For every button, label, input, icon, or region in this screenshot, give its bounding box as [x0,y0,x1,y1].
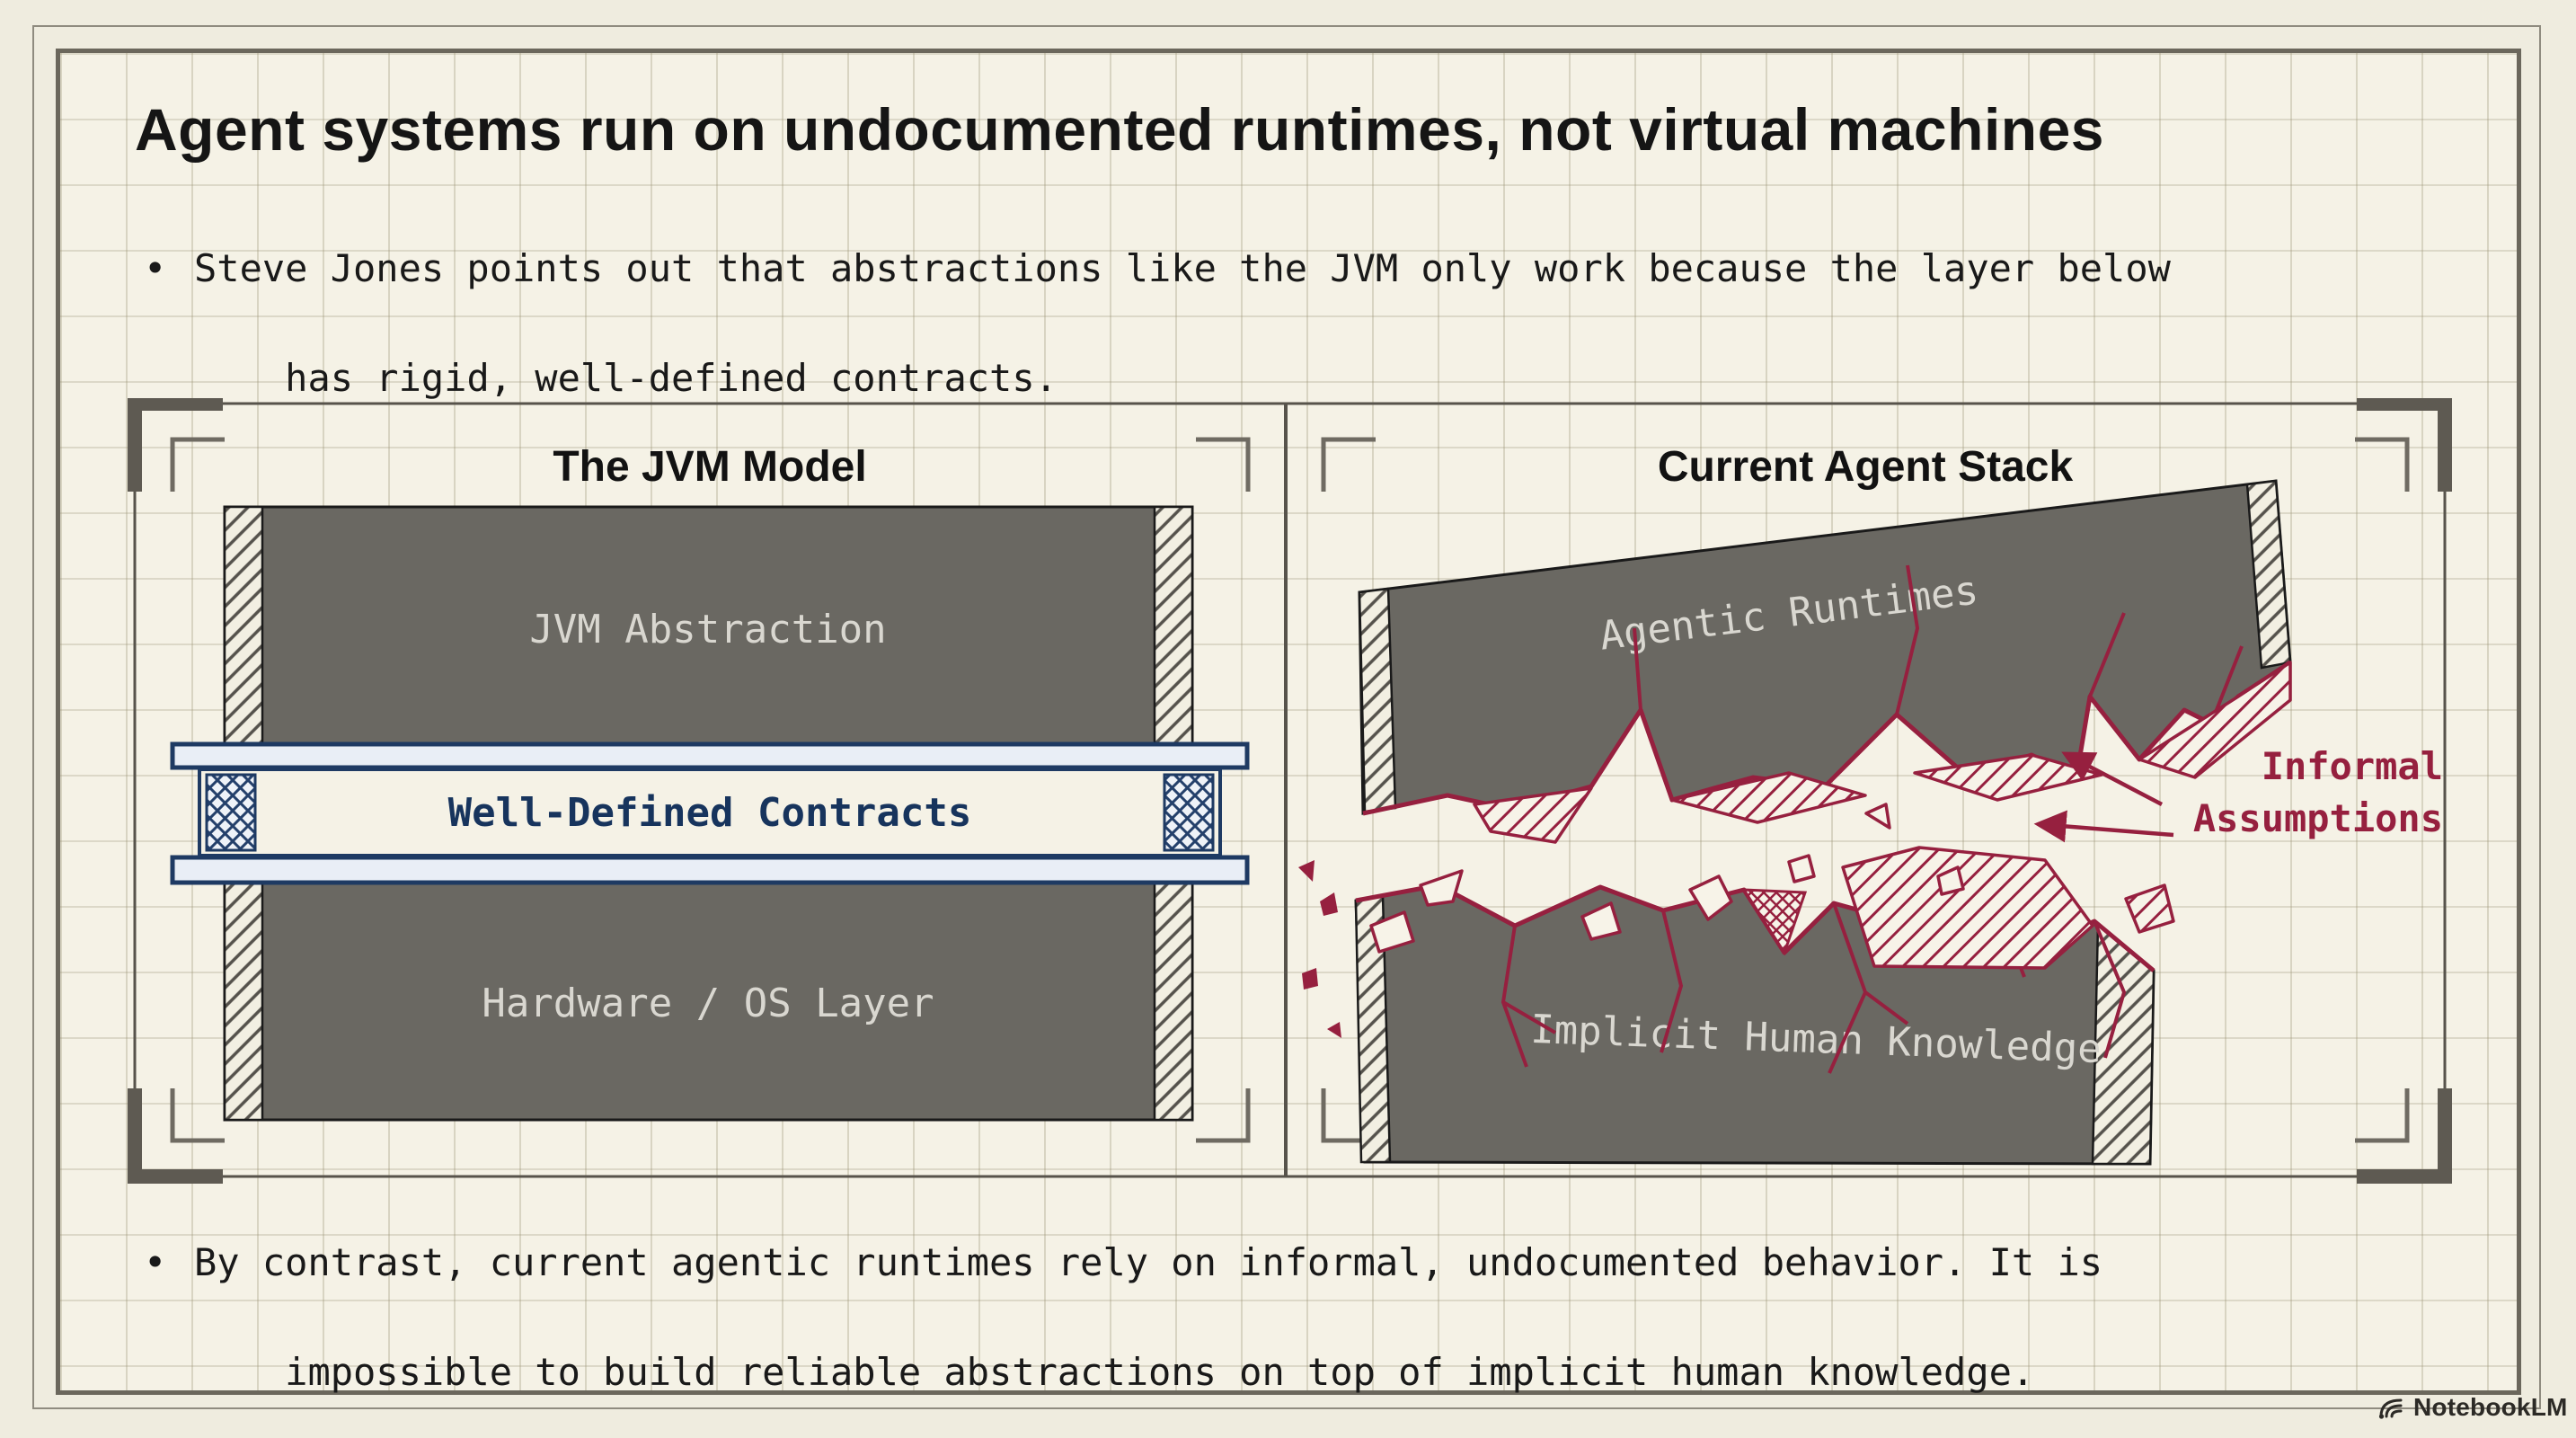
bullet-top: • Steve Jones points out that abstractio… [144,241,2171,405]
panel-jvm-title: The JVM Model [553,443,866,491]
hardware-os-label: Hardware / OS Layer [482,981,934,1026]
bullet-top-text: Steve Jones points out that abstractions… [194,241,2171,405]
shear-wedges [1473,661,2292,844]
debris-fragments [1369,803,2175,970]
informal-assumptions-annotation: Informal Assumptions [2033,744,2443,843]
bullet-bottom-line2: impossible to build reliable abstraction… [285,1350,2035,1394]
panel-agent-title: Current Agent Stack [1658,443,2074,491]
contracts-label: Well-Defined Contracts [448,790,972,836]
corner-bracket-icon [128,398,2452,1184]
crack-wedge-icon [1741,888,1808,956]
panel-frame [128,398,2452,1184]
bullet-top-line2: has rigid, well-defined contracts. [285,356,1058,400]
debris-bits [1298,860,1341,1038]
annotation-arrow-icon [2061,751,2164,806]
corner-mark-icon [170,437,2410,1143]
bullet-top-line1: Steve Jones points out that abstractions… [194,246,2171,290]
notebooklm-label: NotebookLM [2413,1393,2568,1421]
bullet-bottom: • By contrast, current agentic runtimes … [144,1235,2102,1399]
hatch-edge-icon [223,879,264,1122]
bullet-marker: • [144,1240,167,1284]
notebooklm-icon [2378,1398,2403,1419]
jvm-abstraction-label: JVM Abstraction [529,607,886,652]
bullet-marker: • [144,246,167,290]
hatch-edge-icon [2091,921,2156,1166]
informal-label-line2: Assumptions [2193,796,2443,840]
bullet-bottom-line1: By contrast, current agentic runtimes re… [194,1240,2103,1284]
hatch-edge-icon [1153,879,1194,1122]
crosshatch-end-icon [205,773,257,852]
slide-paper [56,49,2521,1395]
annotation-arrow-icon [2033,810,2174,843]
slide-outer-border [32,25,2541,1409]
crack-lines [1500,902,2127,1074]
informal-label-line1: Informal [2262,744,2443,788]
jvm-abstraction-slab [223,505,1194,748]
diagram-panels: The JVM Model JVM Abstraction Hardware /… [128,398,2452,1184]
hatch-edge-icon [223,505,264,748]
hatch-edge-icon [1153,505,1194,748]
bullet-bottom-text: By contrast, current agentic runtimes re… [194,1235,2102,1399]
notebooklm-branding: NotebookLM [2377,1393,2568,1422]
panel-jvm-model: The JVM Model JVM Abstraction Hardware /… [170,443,1250,1122]
hatch-edge-icon [1358,587,1397,813]
contracts-band: Well-Defined Contracts [170,741,1250,885]
slide-title: Agent systems run on undocumented runtim… [135,96,2105,163]
panel-agent-stack: Current Agent Stack Agentic Runtimes [1298,443,2443,1166]
crack-lines [1633,564,2244,724]
crosshatch-end-icon [1163,773,1215,852]
